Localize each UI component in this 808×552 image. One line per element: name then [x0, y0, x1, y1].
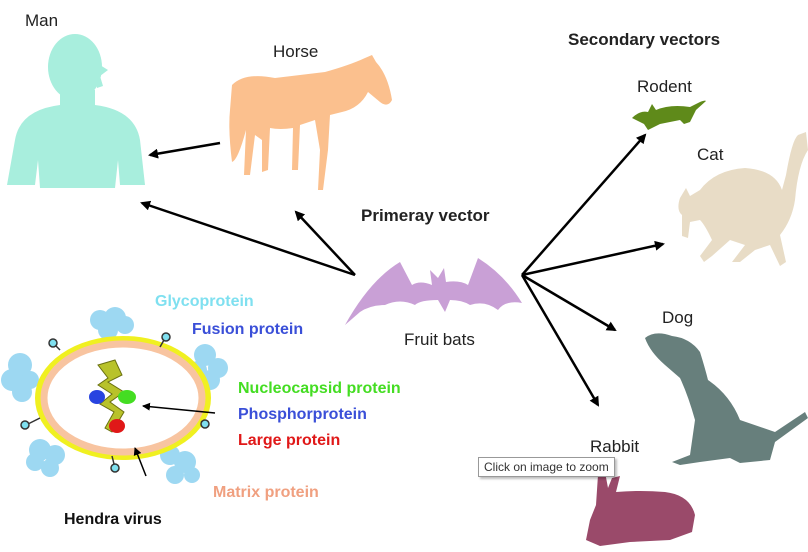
label-primary-vector: Primeray vector: [361, 206, 490, 225]
label-rabbit: Rabbit: [590, 437, 640, 456]
arrow-bat-to-rabbit: [520, 274, 600, 407]
rodent-silhouette: [632, 100, 706, 130]
horse-silhouette: [229, 55, 392, 190]
hendra-virus-diagram: [1, 307, 228, 484]
arrow-bat-to-rodent: [521, 133, 647, 276]
label-glycoprotein: Glycoprotein: [155, 293, 254, 310]
arrow-to-nucleocapsid: [142, 402, 216, 414]
arrow-horse-to-man: [148, 141, 221, 159]
label-secondary-vectors: Secondary vectors: [568, 30, 721, 49]
bat-silhouette: [345, 258, 522, 325]
rabbit-silhouette: [586, 472, 695, 546]
arrow-bat-to-horse: [294, 210, 356, 276]
label-dog: Dog: [662, 308, 694, 327]
man-silhouette: [7, 34, 145, 188]
label-nucleocapsid-protein: Nucleocapsid protein: [238, 380, 401, 397]
fusion-protein-spikes: [20, 332, 210, 473]
label-fruit-bats: Fruit bats: [404, 330, 475, 349]
label-horse: Horse: [273, 42, 319, 61]
label-fusion-protein: Fusion protein: [192, 321, 304, 338]
label-matrix-protein: Matrix protein: [213, 484, 319, 501]
label-rodent: Rodent: [637, 77, 692, 96]
arrows: [140, 133, 665, 407]
label-large-protein: Large protein: [238, 432, 341, 449]
label-man: Man: [25, 11, 59, 30]
arrow-bat-to-man: [140, 200, 356, 277]
arrow-to-matrix: [133, 447, 147, 477]
label-phosphorprotein: Phosphorprotein: [238, 406, 367, 423]
zoom-tooltip: Click on image to zoom: [478, 457, 615, 477]
cat-silhouette: [678, 132, 808, 266]
label-hendra-virus: Hendra virus: [64, 511, 162, 528]
arrow-bat-to-cat: [521, 240, 665, 277]
label-cat: Cat: [697, 145, 724, 164]
arrow-bat-to-dog: [521, 273, 617, 332]
dog-silhouette: [645, 333, 808, 465]
